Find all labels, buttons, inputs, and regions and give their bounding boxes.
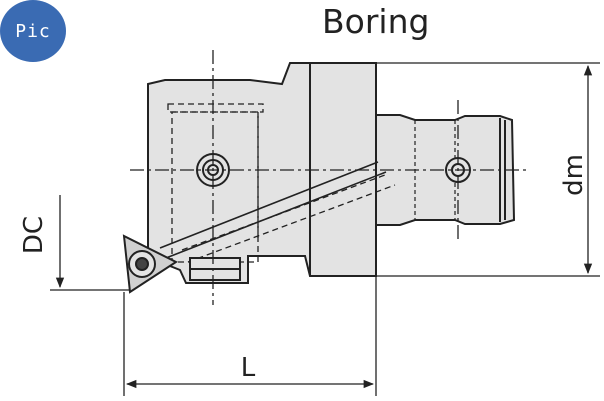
dimension-dm [376,62,600,277]
coolant-channel [159,161,387,259]
dm-label: dm [559,154,589,196]
hidden-features [167,103,396,263]
pic-badge: Pic [0,0,66,62]
cutting-insert [122,234,179,294]
dimension-dc [50,195,130,291]
diagram-title: Boring [322,2,430,41]
dc-label: DC [19,216,49,254]
dimension-l [123,276,377,396]
center-lines [130,50,530,305]
l-label: L [241,353,256,383]
clamp-screw [189,257,241,281]
pic-badge-text: Pic [15,20,51,42]
